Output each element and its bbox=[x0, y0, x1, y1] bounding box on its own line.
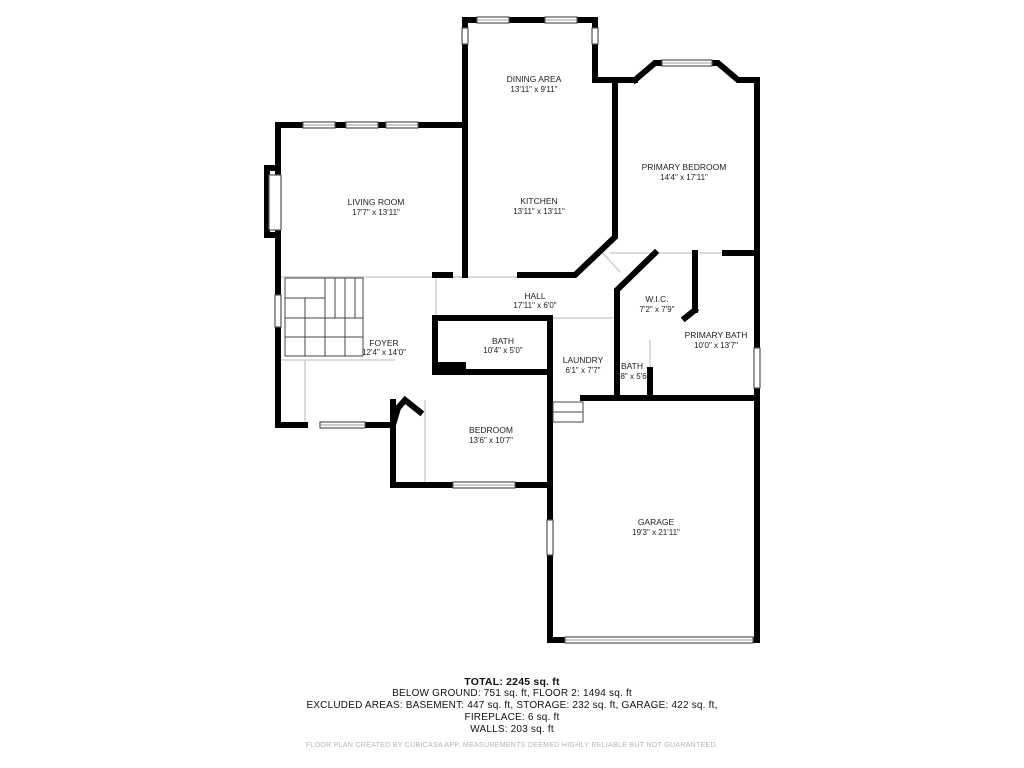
room-name-laundry: LAUNDRY bbox=[563, 355, 604, 365]
room-dims-dining: 13'11" x 9'11" bbox=[510, 85, 557, 94]
room-dims-primary-bath: 10'0" x 13'7" bbox=[694, 341, 738, 350]
room-labels: DINING AREA 13'11" x 9'11" PRIMARY BEDRO… bbox=[348, 74, 748, 537]
room-dims-foyer: 12'4" x 14'0" bbox=[362, 348, 406, 357]
windows bbox=[268, 16, 761, 644]
room-dims-laundry: 6'1" x 7'7" bbox=[566, 366, 601, 375]
summary-line-2: EXCLUDED AREAS: BASEMENT: 447 sq. ft, ST… bbox=[306, 700, 718, 711]
room-name-bedroom: BEDROOM bbox=[469, 425, 513, 435]
room-name-small-bath: BATH bbox=[621, 361, 643, 371]
total-area: TOTAL: 2245 sq. ft bbox=[464, 676, 560, 688]
room-name-wic: W.I.C. bbox=[645, 294, 668, 304]
summary-line-1: BELOW GROUND: 751 sq. ft, FLOOR 2: 1494 … bbox=[392, 688, 632, 699]
room-name-dining: DINING AREA bbox=[507, 74, 562, 84]
room-dims-small-bath: 7'8" x 5'6" bbox=[615, 372, 650, 381]
room-name-kitchen: KITCHEN bbox=[520, 196, 557, 206]
room-name-living: LIVING ROOM bbox=[348, 197, 405, 207]
room-name-primary-bath: PRIMARY BATH bbox=[685, 330, 748, 340]
room-dims-garage: 19'3" x 21'11" bbox=[632, 528, 680, 537]
room-dims-primary-bedroom: 14'4" x 17'11" bbox=[660, 173, 708, 182]
credit-footer: FLOOR PLAN CREATED BY CUBICASA APP. MEAS… bbox=[305, 742, 719, 749]
summary-line-4: WALLS: 203 sq. ft bbox=[470, 724, 554, 735]
walls bbox=[264, 17, 760, 643]
room-dims-hall: 17'11" x 6'0" bbox=[513, 301, 556, 310]
room-dims-kitchen: 13'11" x 13'11" bbox=[513, 207, 565, 216]
summary-line-3: FIREPLACE: 6 sq. ft bbox=[464, 712, 560, 723]
room-dims-bath: 10'4" x 5'0" bbox=[483, 346, 523, 355]
room-name-hall: HALL bbox=[524, 291, 546, 301]
floor-plan: DINING AREA 13'11" x 9'11" PRIMARY BEDRO… bbox=[264, 16, 761, 644]
room-dims-bedroom: 13'6" x 10'7" bbox=[469, 436, 513, 445]
room-name-primary-bedroom: PRIMARY BEDROOM bbox=[642, 162, 727, 172]
room-dims-living: 17'7" x 13'11" bbox=[352, 208, 400, 217]
room-name-bath: BATH bbox=[492, 336, 514, 346]
room-dims-wic: 7'2" x 7'9" bbox=[640, 305, 675, 314]
area-summary: TOTAL: 2245 sq. ft BELOW GROUND: 751 sq.… bbox=[0, 676, 1024, 736]
room-name-foyer: FOYER bbox=[369, 338, 398, 348]
stairs bbox=[284, 277, 584, 423]
room-name-garage: GARAGE bbox=[638, 517, 675, 527]
